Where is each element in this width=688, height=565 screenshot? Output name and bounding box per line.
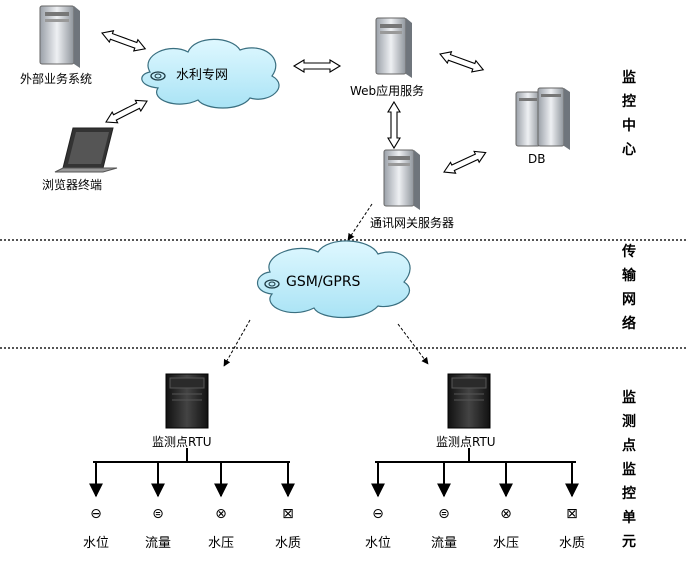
rtu-right-icon	[447, 373, 491, 429]
external-system-label: 外部业务系统	[20, 72, 93, 86]
section-monitor-center: 监控中心	[622, 70, 636, 158]
browser-terminal-label: 浏览器终端	[42, 178, 103, 192]
water-level-gauge-icon: ⊖	[372, 506, 384, 522]
flow-meter-icon: ⊜	[438, 506, 450, 522]
sensor-label: 水压	[492, 536, 519, 551]
link-laptop-cloud-arrow	[102, 95, 151, 128]
gateway-server-label: 通讯网关服务器	[370, 216, 455, 230]
water-network-cloud	[141, 38, 280, 109]
sensor-label: 水位	[364, 536, 391, 551]
rtu-left-bus	[89, 448, 295, 498]
gsm-gprs-cloud	[256, 240, 411, 318]
sensor-1: ⊖ 水位	[79, 506, 113, 551]
gateway-server-icon	[383, 149, 420, 210]
link-gateway-gsm-dashed	[347, 203, 373, 241]
sensor-label: 水质	[558, 536, 585, 551]
link-gsm-rtu-left-dashed	[223, 319, 251, 367]
water-network-label: 水利专网	[176, 68, 229, 83]
rtu-right-label: 监测点RTU	[436, 435, 496, 449]
link-gateway-db-arrow	[440, 146, 489, 178]
rtu-right-bus	[371, 448, 579, 498]
sensor-label: 水压	[207, 536, 234, 551]
sensor-label: 流量	[144, 536, 171, 551]
link-gsm-rtu-right-dashed	[397, 323, 429, 365]
pressure-gauge-icon: ⊗	[215, 506, 227, 522]
link-external-cloud-arrow	[99, 26, 148, 55]
db-label: DB	[528, 152, 546, 166]
water-quality-meter-icon: ⊠	[282, 506, 294, 522]
sensor-label: 水位	[82, 536, 109, 551]
sensor-2: ⊜ 流量	[141, 506, 175, 551]
pressure-gauge-icon: ⊗	[500, 506, 512, 522]
water-quality-meter-icon: ⊠	[566, 506, 578, 522]
sensor-4: ⊠ 水质	[271, 506, 305, 551]
water-level-gauge-icon: ⊖	[90, 506, 102, 522]
link-web-gateway-arrow	[387, 101, 401, 149]
section-monitor-units: 监测点监控单元	[622, 390, 636, 550]
rtu-left-label: 监测点RTU	[152, 435, 212, 449]
sensor-2: ⊜ 流量	[427, 506, 461, 551]
sensor-3: ⊗ 水压	[204, 506, 238, 551]
web-server-icon	[375, 17, 412, 78]
sensor-label: 水质	[274, 536, 301, 551]
rtu-left-icon	[165, 373, 209, 429]
flow-meter-icon: ⊜	[152, 506, 164, 522]
section-transport-network: 传输网络	[622, 244, 636, 332]
external-system-server-icon	[39, 5, 80, 68]
sensor-label: 流量	[430, 536, 457, 551]
sensor-1: ⊖ 水位	[361, 506, 395, 551]
laptop-icon	[54, 127, 118, 173]
web-server-label: Web应用服务	[350, 84, 425, 98]
link-cloud-web-arrow	[293, 59, 341, 73]
sensor-4: ⊠ 水质	[555, 506, 589, 551]
gsm-gprs-label: GSM/GPRS	[286, 274, 361, 290]
database-server-icon	[515, 87, 570, 150]
link-web-db-arrow	[437, 47, 486, 76]
sensor-3: ⊗ 水压	[489, 506, 523, 551]
